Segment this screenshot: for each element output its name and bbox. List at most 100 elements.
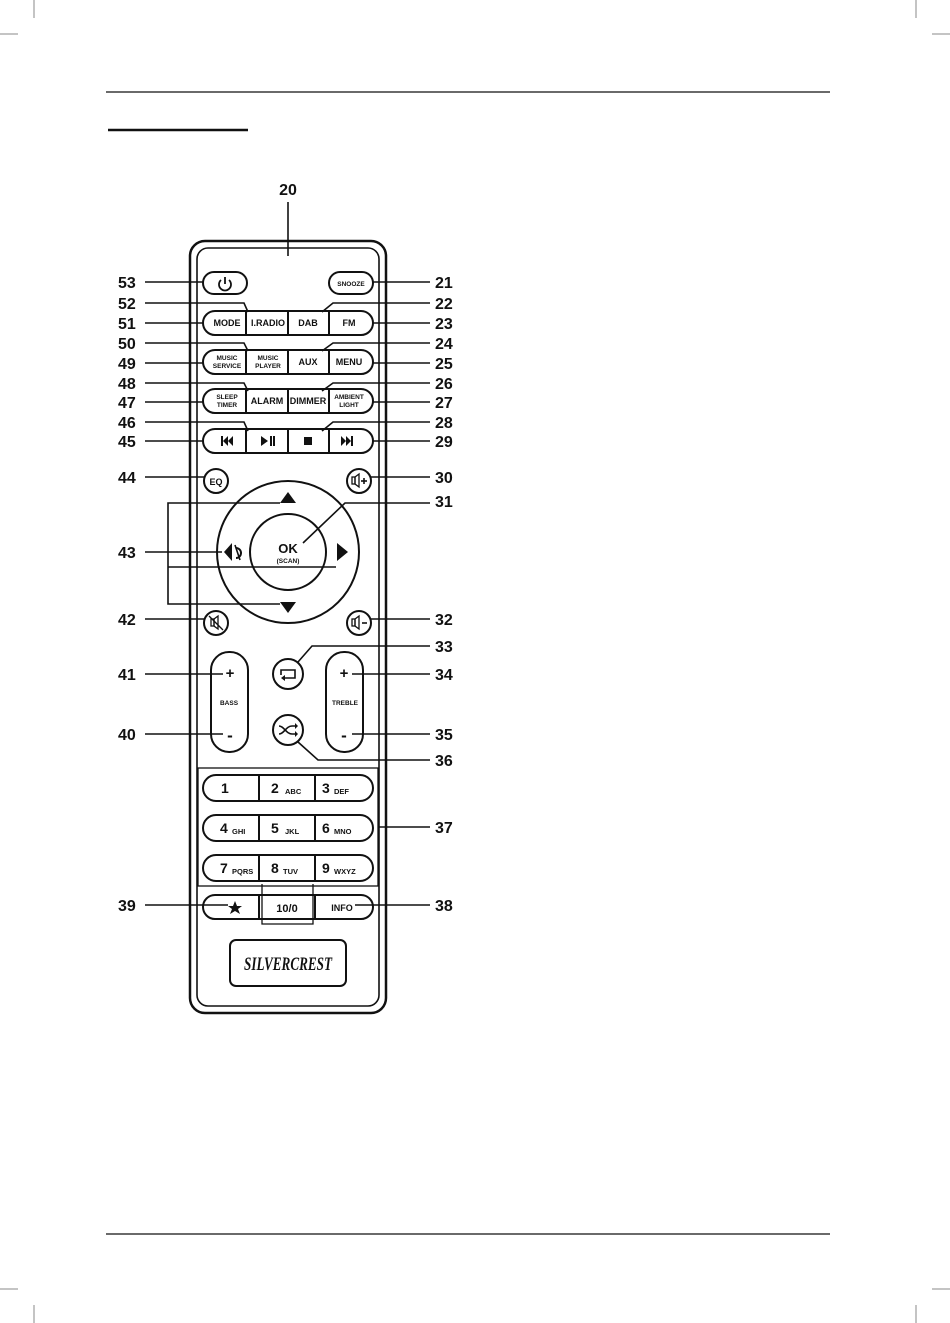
music-service-button[interactable]: MUSIC SERVICE bbox=[213, 355, 242, 370]
dimmer-label: DIMMER bbox=[290, 396, 327, 406]
key-4-letters: GHI bbox=[232, 827, 245, 836]
key-2-digit: 2 bbox=[271, 780, 279, 796]
nav-up-button[interactable] bbox=[280, 492, 296, 503]
callout-41: 41 bbox=[118, 667, 136, 684]
callout-35: 35 bbox=[435, 727, 453, 744]
callout-45: 45 bbox=[118, 434, 136, 451]
callout-26: 26 bbox=[435, 376, 453, 393]
key-10-0-button[interactable]: 10/0 bbox=[276, 903, 297, 915]
key-2-button[interactable]: 2 ABC bbox=[271, 780, 302, 796]
nav-right-button[interactable] bbox=[337, 543, 348, 561]
keypad-row-1 bbox=[202, 774, 374, 802]
ok-label: OK bbox=[278, 541, 298, 556]
menu-button[interactable]: MENU bbox=[336, 357, 363, 367]
key-1-button[interactable]: 1 bbox=[221, 780, 229, 796]
bass-rocker: BASS bbox=[210, 651, 249, 753]
eq-label: EQ bbox=[209, 477, 222, 487]
callout-29: 29 bbox=[435, 434, 453, 451]
snooze-button[interactable]: SNOOZE bbox=[328, 271, 374, 295]
volume-up-icon bbox=[351, 472, 367, 489]
eq-button[interactable]: EQ bbox=[203, 468, 229, 494]
callout-22: 22 bbox=[435, 296, 453, 313]
key-5-button[interactable]: 5 JKL bbox=[271, 820, 300, 836]
callout-31: 31 bbox=[435, 494, 453, 511]
dab-label: DAB bbox=[298, 318, 318, 328]
info-button[interactable]: INFO bbox=[331, 903, 353, 913]
key-2-letters: ABC bbox=[285, 787, 302, 796]
callout-37: 37 bbox=[435, 820, 453, 837]
callout-28: 28 bbox=[435, 415, 453, 432]
play-pause-button[interactable] bbox=[261, 436, 275, 446]
callout-32: 32 bbox=[435, 612, 453, 629]
alarm-button[interactable]: ALARM bbox=[251, 396, 284, 406]
callout-43: 43 bbox=[118, 545, 136, 562]
shuffle-icon bbox=[278, 723, 298, 737]
favorite-button[interactable] bbox=[228, 901, 242, 914]
power-button[interactable] bbox=[202, 271, 248, 295]
callout-48: 48 bbox=[118, 376, 136, 393]
repeat-icon bbox=[280, 669, 296, 681]
callout-33: 33 bbox=[435, 639, 453, 656]
music-player-label-1: MUSIC bbox=[258, 355, 279, 362]
next-button[interactable] bbox=[341, 436, 353, 446]
shuffle-button[interactable] bbox=[272, 714, 304, 746]
bass-minus-button[interactable]: - bbox=[227, 726, 233, 745]
callout-47: 47 bbox=[118, 395, 136, 412]
repeat-button[interactable] bbox=[272, 658, 304, 690]
key-6-button[interactable]: 6 MNO bbox=[322, 820, 352, 836]
volume-up-button[interactable] bbox=[346, 468, 372, 494]
callout-52: 52 bbox=[118, 296, 136, 313]
nav-down-button[interactable] bbox=[280, 602, 296, 613]
volume-down-button[interactable] bbox=[346, 610, 372, 636]
skip-next-icon bbox=[341, 436, 353, 446]
fm-button[interactable]: FM bbox=[329, 311, 373, 335]
treble-plus-button[interactable]: + bbox=[340, 665, 349, 682]
callout-51: 51 bbox=[118, 316, 136, 333]
callout-42: 42 bbox=[118, 612, 136, 629]
key-5-digit: 5 bbox=[271, 820, 279, 836]
key-4-button[interactable]: 4 GHI bbox=[220, 820, 245, 836]
menu-label: MENU bbox=[336, 357, 363, 367]
stop-button[interactable] bbox=[304, 437, 312, 445]
mode-button[interactable]: MODE bbox=[203, 311, 246, 335]
previous-button[interactable] bbox=[221, 436, 233, 446]
nav-left-back-button[interactable] bbox=[224, 543, 242, 561]
mute-button[interactable] bbox=[203, 610, 229, 636]
dab-button[interactable]: DAB bbox=[288, 311, 329, 335]
aux-label: AUX bbox=[298, 357, 317, 367]
callout-36: 36 bbox=[435, 753, 453, 770]
keypad-row-3 bbox=[202, 854, 374, 882]
iradio-button[interactable]: I.RADIO bbox=[246, 311, 288, 335]
sleep-timer-button[interactable]: SLEEP TIMER bbox=[216, 394, 238, 409]
mute-icon bbox=[208, 614, 224, 631]
power-icon bbox=[218, 277, 232, 292]
key-3-button[interactable]: 3 DEF bbox=[322, 780, 349, 796]
key-3-letters: DEF bbox=[334, 787, 349, 796]
key-8-button[interactable]: 8 TUV bbox=[271, 860, 298, 876]
music-service-label-1: MUSIC bbox=[217, 355, 238, 362]
callout-23: 23 bbox=[435, 316, 453, 333]
callout-39: 39 bbox=[118, 898, 136, 915]
callouts: 20 53 52 51 50 49 48 47 46 45 44 43 42 4… bbox=[118, 182, 453, 915]
play-pause-icon bbox=[261, 436, 275, 446]
ok-sub-label: (SCAN) bbox=[277, 558, 300, 565]
callout-21: 21 bbox=[435, 275, 453, 292]
key-9-button[interactable]: 9 WXYZ bbox=[322, 860, 356, 876]
aux-button[interactable]: AUX bbox=[298, 357, 317, 367]
music-player-button[interactable]: MUSIC PLAYER bbox=[255, 355, 281, 370]
callout-46: 46 bbox=[118, 415, 136, 432]
key-5-letters: JKL bbox=[285, 827, 300, 836]
treble-minus-button[interactable]: - bbox=[341, 726, 347, 745]
dimmer-button[interactable]: DIMMER bbox=[290, 396, 327, 406]
callout-50: 50 bbox=[118, 336, 136, 353]
ambient-light-label-2: LIGHT bbox=[339, 402, 359, 409]
bass-plus-button[interactable]: + bbox=[226, 665, 235, 682]
key-7-button[interactable]: 7 PQRS bbox=[220, 860, 253, 876]
ambient-light-button[interactable]: AMBIENT LIGHT bbox=[334, 394, 364, 409]
sleep-timer-label-2: TIMER bbox=[217, 402, 238, 409]
ok-button[interactable]: OK (SCAN) bbox=[249, 513, 327, 591]
mode-label: MODE bbox=[214, 318, 241, 328]
stop-icon bbox=[304, 437, 312, 445]
